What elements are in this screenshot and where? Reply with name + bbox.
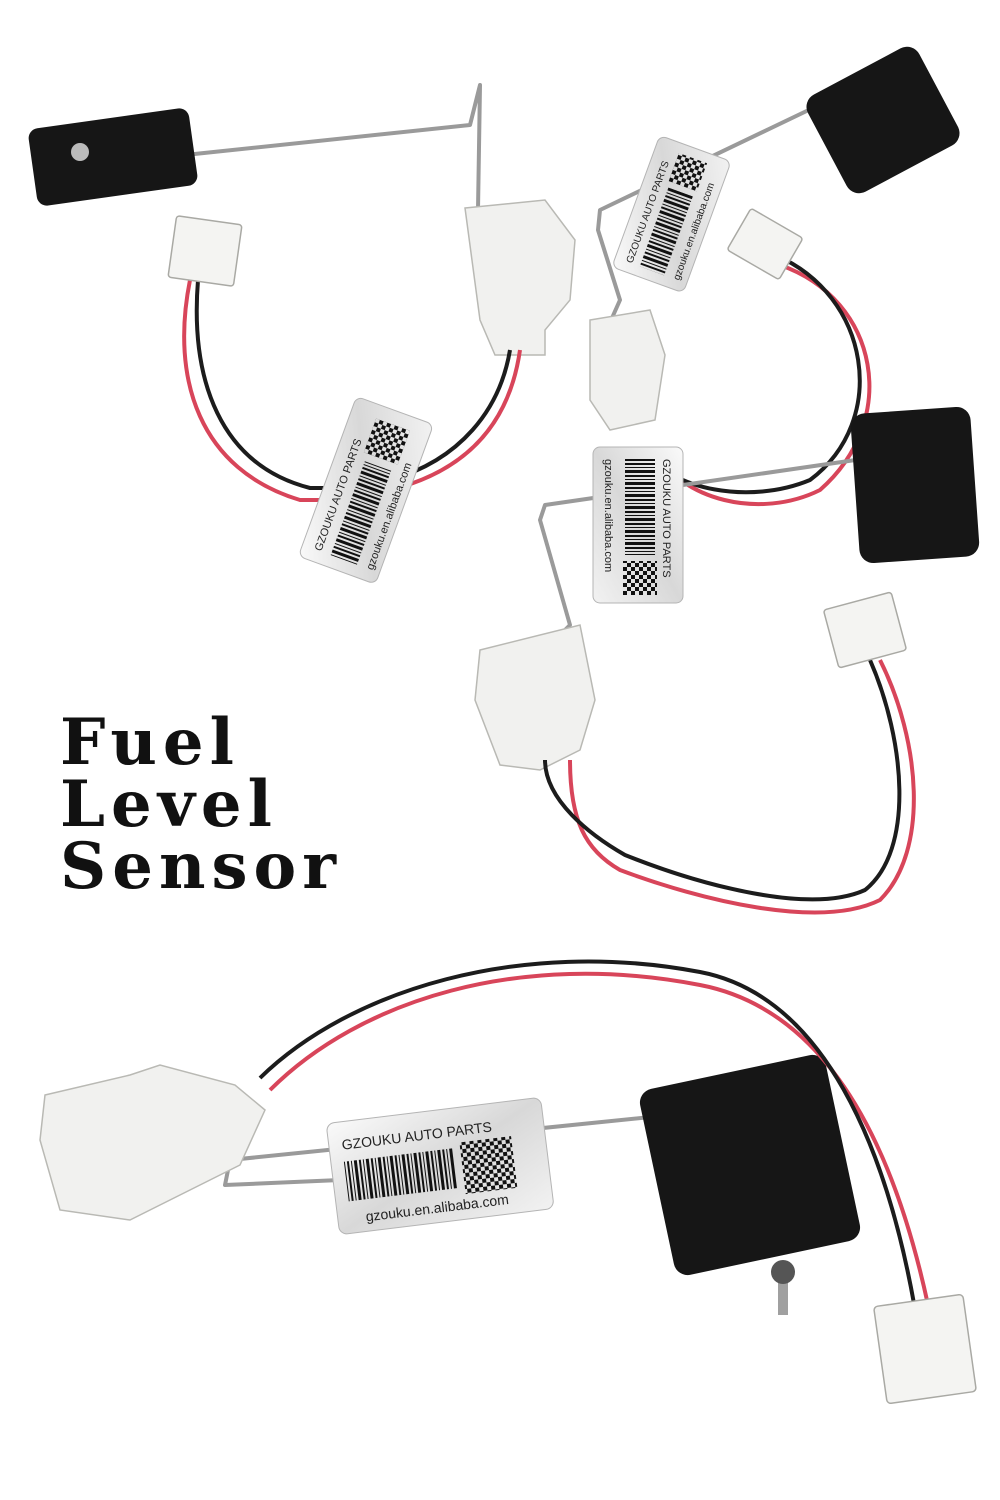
fuel-sensor-1: GZOUKU AUTO PARTS gzouku.en.alibaba.com — [28, 83, 576, 583]
headline-line-1: Fuel — [60, 705, 240, 780]
float-block — [639, 1054, 861, 1276]
svg-text:GZOUKU AUTO PARTS: GZOUKU AUTO PARTS — [660, 459, 672, 578]
wire-connector — [167, 215, 243, 287]
product-label: GZOUKU AUTO PARTS gzouku.en.alibaba.com — [592, 446, 684, 604]
fuel-sensor-3: GZOUKU AUTO PARTS gzouku.en.alibaba.com — [474, 406, 980, 915]
float-block — [28, 108, 198, 206]
fuel-sensor-4: GZOUKU AUTO PARTS gzouku.en.alibaba.com — [39, 959, 977, 1405]
fuel-sensor-2: GZOUKU AUTO PARTS gzouku.en.alibaba.com — [589, 46, 960, 507]
sender-unit — [589, 309, 666, 431]
headline-line-3: Sensor — [60, 829, 342, 904]
sender-unit — [474, 624, 596, 771]
wire-connector — [823, 591, 907, 669]
svg-text:gzouku.en.alibaba.com: gzouku.en.alibaba.com — [602, 459, 614, 572]
float-block — [850, 406, 980, 564]
headline-title: Fuel Level Sensor — [60, 705, 342, 904]
float-block — [806, 46, 960, 194]
sender-unit — [39, 1064, 266, 1221]
product-label: GZOUKU AUTO PARTS gzouku.en.alibaba.com — [299, 397, 433, 583]
sender-unit — [464, 199, 576, 356]
wire-connector — [873, 1293, 977, 1405]
headline-line-2: Level — [60, 767, 278, 842]
product-label: GZOUKU AUTO PARTS gzouku.en.alibaba.com — [613, 136, 730, 292]
product-label: GZOUKU AUTO PARTS gzouku.en.alibaba.com — [326, 1097, 554, 1235]
wire-connector — [727, 208, 803, 280]
